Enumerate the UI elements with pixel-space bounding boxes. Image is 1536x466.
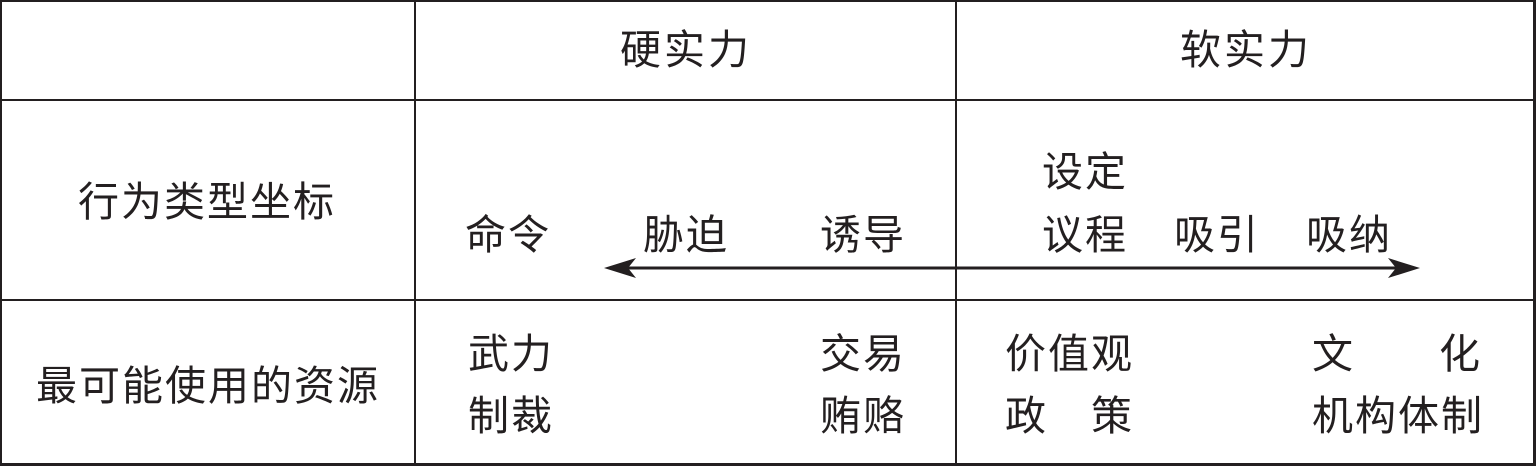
table-divider-row-2 xyxy=(0,299,1536,301)
resource-force: 武力 xyxy=(468,330,554,378)
behavior-command: 命令 xyxy=(465,211,551,259)
table-divider-col-2 xyxy=(955,0,957,466)
resource-sanctions: 制裁 xyxy=(468,392,554,440)
row-label-behavior: 行为类型坐标 xyxy=(78,178,336,226)
resource-culture-char-1: 文 xyxy=(1312,330,1355,378)
spectrum-arrow-head-right xyxy=(1388,258,1420,278)
behavior-attraction: 吸引 xyxy=(1174,211,1260,259)
resource-values: 价值观 xyxy=(1005,330,1134,378)
row-label-resources: 最可能使用的资源 xyxy=(36,362,380,410)
table-border-bottom xyxy=(0,463,1536,466)
behavior-coercion: 胁迫 xyxy=(643,211,729,259)
behavior-agenda-setting-top: 设定 xyxy=(1042,148,1128,196)
spectrum-arrow-head-left xyxy=(604,258,636,278)
header-soft-power: 软实力 xyxy=(1180,26,1312,74)
resource-culture-char-2: 化 xyxy=(1439,330,1482,378)
table-divider-col-1 xyxy=(414,0,416,466)
resource-culture: 文 化 xyxy=(1312,330,1482,378)
behavior-inducement: 诱导 xyxy=(820,211,906,259)
resource-payment: 交易 xyxy=(820,330,906,378)
resource-policies: 政 策 xyxy=(1005,392,1134,440)
table-border-right xyxy=(1533,0,1536,466)
behavior-agenda-setting-bottom: 议程 xyxy=(1042,211,1128,259)
resource-institutions: 机构体制 xyxy=(1312,392,1484,440)
table-border-left xyxy=(0,0,2,466)
behavior-co-optation: 吸纳 xyxy=(1306,211,1392,259)
header-hard-power: 硬实力 xyxy=(620,26,752,74)
table-divider-row-1 xyxy=(0,99,1536,101)
resource-bribery: 贿赂 xyxy=(820,392,906,440)
table-border-top xyxy=(0,0,1536,2)
